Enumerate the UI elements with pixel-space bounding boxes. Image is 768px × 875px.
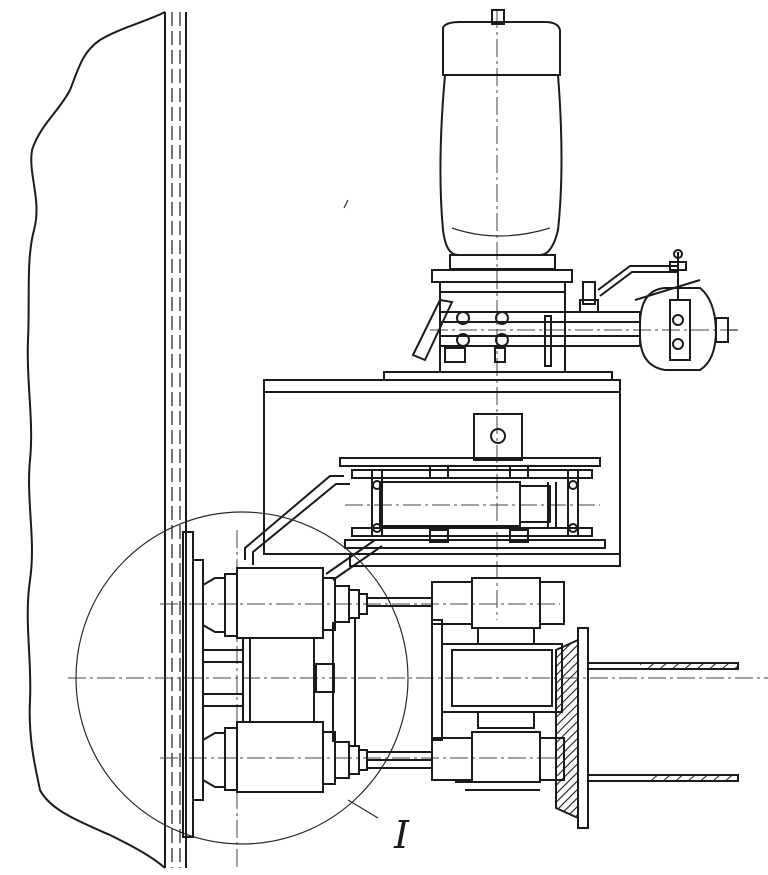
gearbox-housing (263, 371, 621, 567)
rope-lower (587, 774, 739, 782)
upper-left-unit (202, 567, 368, 639)
frame (202, 618, 356, 746)
wall-outline (26, 11, 166, 869)
wall-dashed-lines (171, 12, 187, 868)
right-drum (431, 577, 565, 791)
detail-circle (75, 511, 409, 845)
centerlines (68, 10, 768, 870)
stray-mark (343, 199, 349, 209)
motor (431, 9, 573, 372)
shaft-assembly (351, 465, 593, 543)
brake-assembly (411, 249, 738, 371)
linkage-rod (244, 475, 383, 581)
tie-rods (367, 597, 432, 769)
hatched-flange (555, 627, 589, 829)
mounting-plate (182, 531, 204, 838)
lower-left-unit (202, 721, 368, 793)
rope-upper (587, 662, 739, 670)
detail-label: I (393, 813, 410, 857)
